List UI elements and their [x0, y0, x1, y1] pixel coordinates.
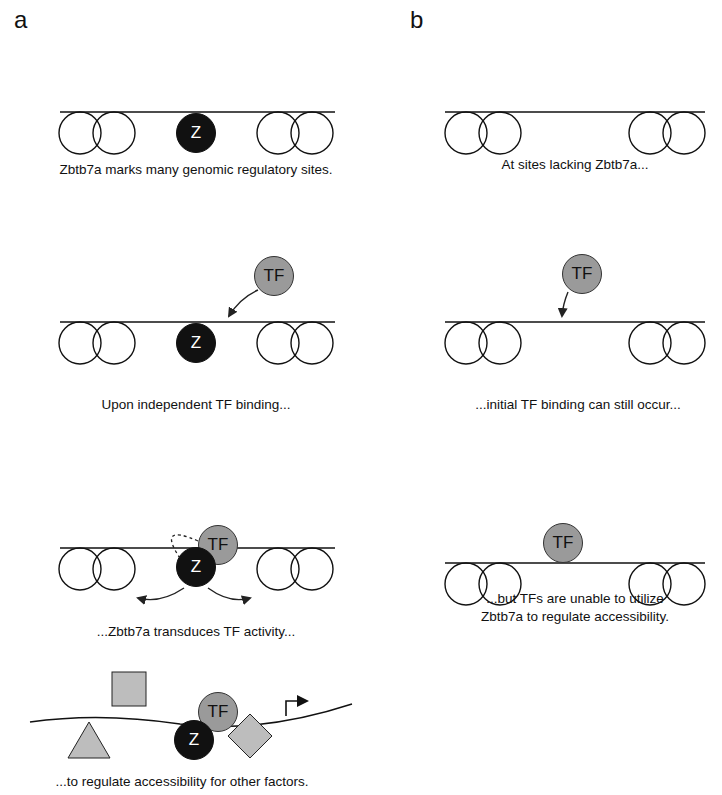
tf-circle: TF	[562, 254, 602, 294]
caption-text: ...Zbtb7a transduces TF activity...	[31, 623, 361, 641]
zbtb7a-circle: Z	[176, 113, 216, 153]
caption-text: ...but TFs are unable to utilize Zbtb7a …	[480, 590, 670, 626]
node-text: TF	[208, 535, 229, 555]
zbtb7a-circle: Z	[176, 547, 216, 587]
caption-text: ...initial TF binding can still occur...	[428, 396, 722, 414]
caption-text: ...to regulate accessibility for other f…	[7, 773, 357, 791]
caption-text: Upon independent TF binding...	[31, 396, 361, 414]
node-text: Z	[191, 557, 201, 577]
panel-letter: a	[14, 4, 44, 36]
curved-arrow	[208, 588, 250, 600]
caption-text: At sites lacking Zbtb7a...	[425, 156, 722, 174]
node-text: TF	[264, 266, 285, 286]
node-text: Z	[189, 730, 199, 750]
tf-circle: TF	[254, 256, 294, 296]
tss-line	[286, 701, 298, 716]
tss-arrowhead	[297, 695, 309, 707]
node-text: Z	[191, 333, 201, 353]
curved-arrow	[138, 588, 184, 600]
node-text: Z	[191, 123, 201, 143]
factor-triangle	[68, 722, 110, 758]
panel-letter: b	[410, 4, 440, 36]
node-text: TF	[208, 702, 229, 722]
binding-arrow	[562, 292, 568, 316]
dna-coils	[59, 112, 705, 605]
caption-text: Zbtb7a marks many genomic regulatory sit…	[31, 161, 361, 179]
tf-circle: TF	[543, 523, 583, 563]
factor-square	[112, 672, 146, 706]
zbtb7a-circle: Z	[176, 323, 216, 363]
node-text: TF	[572, 264, 593, 284]
binding-arrow	[229, 290, 258, 316]
zbtb7a-circle: Z	[174, 720, 214, 760]
node-text: TF	[553, 533, 574, 553]
